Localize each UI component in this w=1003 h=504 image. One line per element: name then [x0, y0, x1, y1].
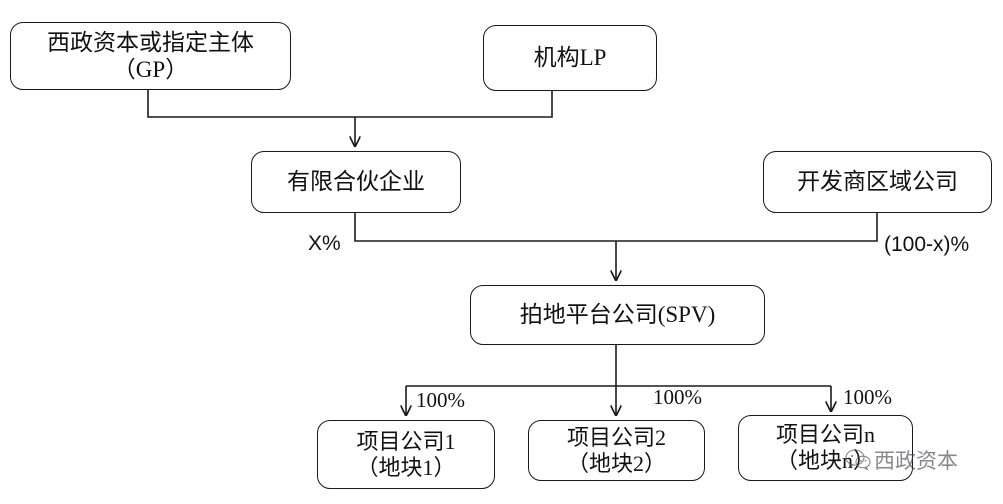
node-project-company-n[interactable]: 项目公司n （地块n）	[738, 415, 913, 481]
node-project-company-n-line-1: 项目公司n	[775, 422, 875, 448]
node-land-bidding-platform-spv[interactable]: 拍地平台公司(SPV)	[470, 285, 765, 345]
node-gp-entity-line-2: （GP）	[112, 57, 189, 82]
edge-partner-developer-bus	[354, 213, 878, 242]
edge-label-project-1-share: 100%	[416, 388, 465, 412]
node-institutional-lp-line-1: 机构LP	[533, 45, 607, 71]
node-project-company-1[interactable]: 项目公司1 （地块1）	[317, 420, 495, 489]
node-project-company-1-line-1: 项目公司1	[356, 428, 456, 454]
edge-label-developer-share: (100-x)%	[884, 233, 970, 256]
node-gp-entity[interactable]: 西政资本或指定主体 （GP）	[10, 22, 291, 90]
node-gp-entity-line-1: 西政资本或指定主体	[47, 29, 254, 55]
node-project-company-2-line-1: 项目公司2	[566, 424, 666, 450]
node-developer-regional-company-line-1: 开发商区域公司	[797, 169, 958, 195]
node-project-company-2-line-2: （地块2）	[566, 450, 666, 476]
edge-gp-lp-bus	[147, 90, 553, 118]
node-institutional-lp[interactable]: 机构LP	[483, 25, 657, 91]
node-project-company-n-line-2: （地块n）	[775, 448, 875, 473]
edge-label-project-3-share: 100%	[843, 385, 892, 409]
node-limited-partnership[interactable]: 有限合伙企业	[251, 151, 461, 213]
node-limited-partnership-line-1: 有限合伙企业	[287, 169, 425, 195]
node-developer-regional-company[interactable]: 开发商区域公司	[763, 151, 992, 213]
edge-label-project-2-share: 100%	[653, 385, 702, 409]
node-spv-line-1: 拍地平台公司(SPV)	[519, 302, 716, 328]
node-project-company-2[interactable]: 项目公司2 （地块2）	[528, 420, 705, 481]
node-project-company-1-line-2: （地块1）	[356, 454, 456, 480]
edge-label-partnership-share: X%	[308, 232, 341, 255]
